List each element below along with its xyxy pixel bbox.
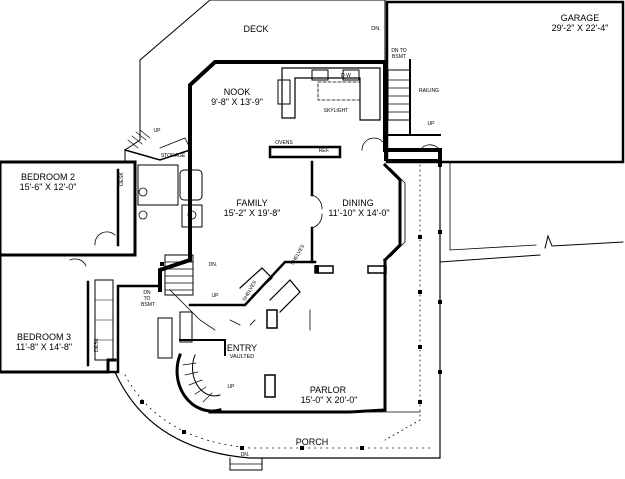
ref-label: REF.	[318, 148, 330, 154]
up-storage-label: UP	[153, 128, 161, 134]
deck-label: DECK	[243, 24, 269, 34]
dn-to-bsmt-label-3: BSMT	[141, 302, 155, 308]
ovens-counter	[268, 145, 342, 159]
garage-label: GARAGE	[560, 13, 600, 23]
bedroom2-dims: 15'-6" X 12'-0"	[19, 182, 77, 192]
railing-label: RAILING	[418, 88, 439, 94]
dn-porch-label: DN.	[240, 452, 250, 458]
deck-outline	[139, 0, 386, 61]
dining-dims: 11'-10" X 14'-0"	[328, 208, 390, 218]
family-label: FAMILY	[236, 198, 268, 208]
desk-bed2-label: DESK	[119, 172, 125, 186]
kitchen-counter	[281, 67, 381, 121]
entry-curved-stair	[175, 353, 222, 413]
dn-to-bsmt-top-label: DN TO	[391, 48, 407, 54]
porch-label: PORCH	[295, 437, 329, 447]
parlor-label: PARLOR	[309, 385, 347, 395]
dn-deck-label: DN.	[371, 26, 381, 32]
dining-bay-window	[382, 162, 402, 263]
up-center-label: UP	[211, 293, 219, 299]
up-entry-label: UP	[227, 384, 235, 390]
garage-dims: 29'-2" X 22'-4"	[551, 23, 609, 33]
dn-to-bsmt-top-label-2: BSMT	[392, 54, 406, 60]
house-exterior-wall	[188, 60, 442, 167]
dw-label: D W	[341, 73, 351, 79]
bedroom3-dims: 11'-8" X 14'-8"	[15, 342, 73, 352]
dining-label: DINING	[342, 198, 374, 208]
family-dims: 15'-2" X 19'-8"	[223, 208, 281, 218]
nook-label: NOOK	[223, 87, 251, 97]
porch-edge	[114, 161, 441, 459]
ovens-label: OVENS	[275, 140, 293, 146]
bedroom2-label: BEDROOM 2	[20, 172, 75, 182]
nook-dims: 9'-8" X 13'-9"	[211, 97, 263, 107]
bedroom3-label: BEDROOM 3	[16, 332, 71, 342]
desk-bed3-label: DESK	[94, 338, 100, 352]
skylight-label: SKYLIGHT	[323, 108, 349, 114]
dn-to-bsmt-label-1: DN	[143, 290, 151, 296]
bedroom3-walls	[0, 253, 117, 374]
up-garage-label: UP	[427, 121, 435, 127]
entry-label: ENTRY	[226, 343, 258, 353]
dn-to-bsmt-label-2: TO	[143, 296, 151, 302]
entry-note: VAULTED	[229, 354, 255, 360]
bedroom2-walls	[0, 160, 137, 257]
dn-center-label: DN.	[208, 262, 218, 268]
storage-label: STORAGE	[160, 153, 186, 159]
parlor-dims: 15'-0" X 20'-0"	[300, 395, 358, 405]
